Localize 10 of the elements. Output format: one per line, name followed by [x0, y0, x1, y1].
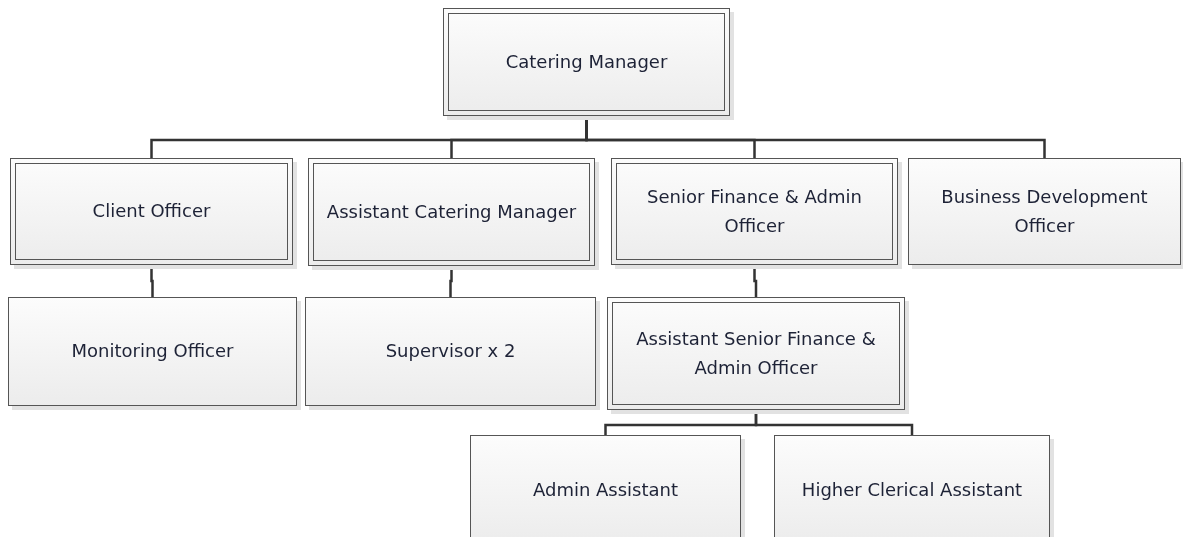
role-title: Assistant Senior Finance & Admin Officer: [635, 326, 877, 380]
role-title: Admin Assistant: [531, 477, 680, 502]
role-title: Assistant Catering Manager: [325, 199, 578, 224]
role-title: Senior Finance & Admin Officer: [646, 184, 863, 238]
role-title: Supervisor x 2: [384, 339, 517, 364]
role-title: Client Officer: [91, 199, 212, 224]
role-title: Monitoring Officer: [70, 339, 235, 364]
role-title: Catering Manager: [504, 49, 669, 74]
role-title: Higher Clerical Assistant: [800, 477, 1024, 502]
role-title: Business Development Officer: [940, 184, 1149, 238]
